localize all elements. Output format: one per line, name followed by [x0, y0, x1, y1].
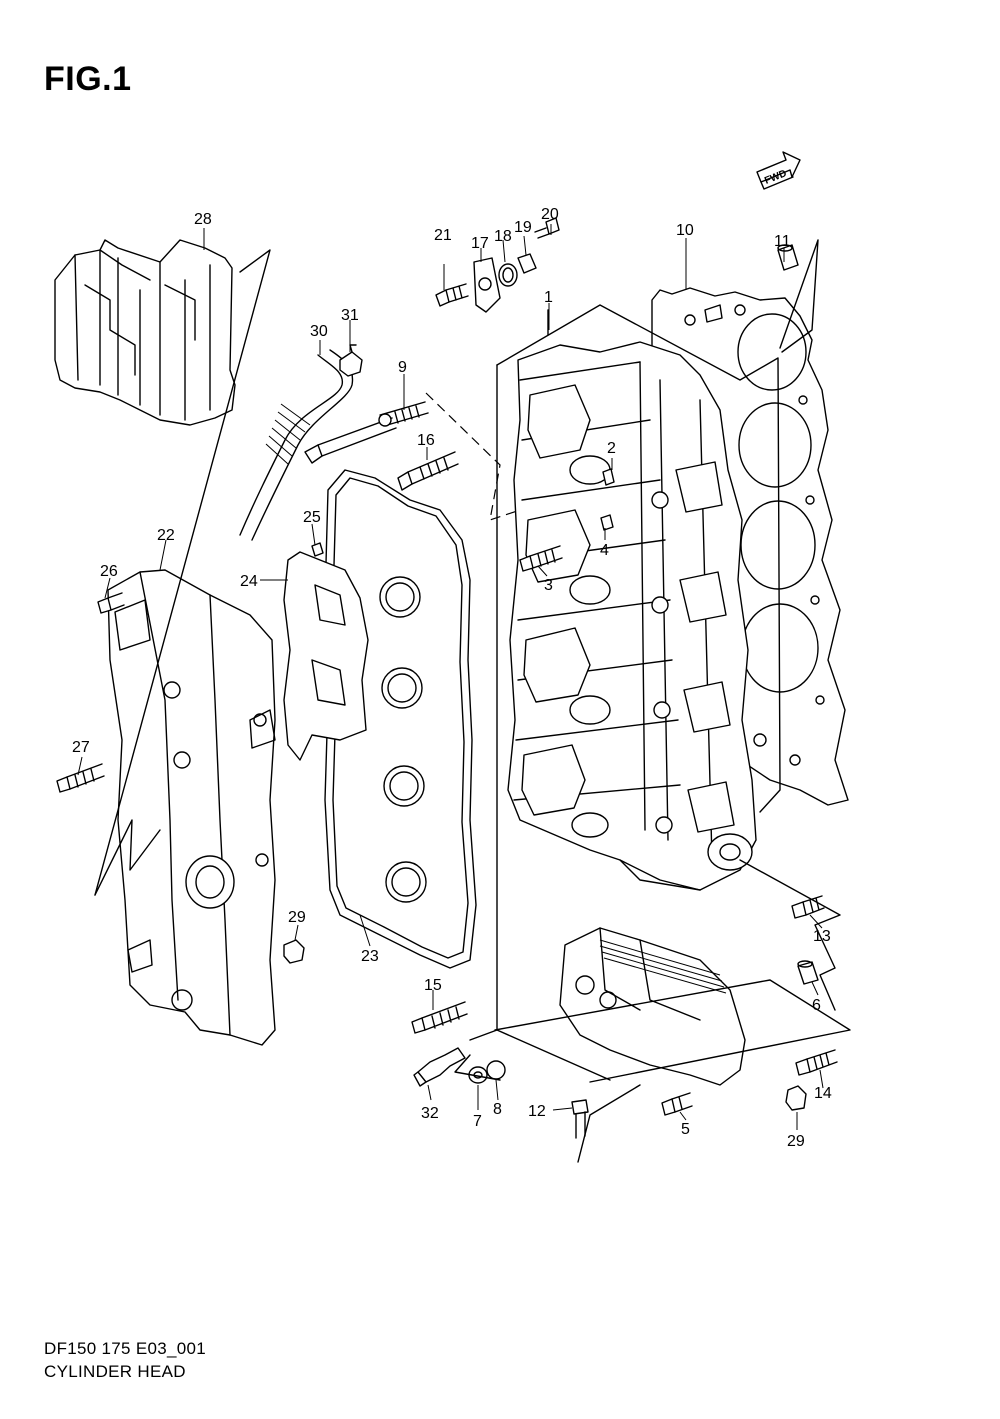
part-number-3: 3 [544, 577, 553, 594]
fwd-arrow-icon: FWD [756, 151, 801, 190]
part-24-plate [283, 551, 369, 761]
part-number-7: 7 [473, 1113, 482, 1130]
part-13-bolt [791, 895, 825, 919]
part-25-bolt [311, 542, 324, 557]
part-6-dowel [797, 960, 819, 985]
part-21-bolt [435, 283, 469, 307]
part-number-21: 21 [434, 227, 452, 244]
lower-housing-assembly [559, 927, 746, 1086]
part-number-31: 31 [341, 307, 359, 324]
part-11-dowel [777, 244, 799, 271]
part-20-bolt [534, 217, 560, 239]
figure-title: FIG.1 [44, 60, 132, 98]
part-number-11: 11 [774, 233, 791, 250]
part-22-cam-cover [107, 569, 276, 1046]
part-number-17: 17 [471, 235, 489, 252]
part-number-26: 26 [100, 563, 118, 580]
part-1-cylinder-head [507, 341, 757, 891]
part-23-cover-gasket [324, 469, 477, 969]
part-number-29-left: 29 [288, 909, 306, 926]
part-number-28: 28 [194, 211, 212, 228]
part-number-27: 27 [72, 739, 90, 756]
assembly-frame-lines [94, 239, 851, 1163]
part-number-4: 4 [600, 542, 609, 559]
part-number-18: 18 [494, 228, 512, 245]
part-number-19: 19 [514, 219, 532, 236]
figure-name: CYLINDER HEAD [44, 1362, 186, 1381]
part-3-bolt [519, 545, 563, 572]
part-26-bolt [97, 592, 125, 614]
part-number-29-right: 29 [787, 1133, 805, 1150]
part-number-20: 20 [541, 206, 559, 223]
part-29-plug-right [785, 1085, 807, 1111]
part-number-labels: 1 2 3 4 5 6 7 8 9 10 11 12 13 14 15 16 1… [72, 206, 832, 1150]
part-29-plug-left [283, 939, 305, 964]
part-27-bolt [56, 763, 105, 793]
part-8-o-ring [486, 1060, 506, 1080]
model-code: DF150 175 E03_001 [44, 1339, 207, 1358]
part-2-pin [602, 468, 615, 486]
part-14-bolt [795, 1049, 838, 1076]
part-16-bolt [397, 451, 459, 491]
part-18-o-ring [498, 263, 518, 287]
part-number-15: 15 [424, 977, 442, 994]
part-number-2: 2 [607, 440, 616, 457]
part-number-5: 5 [681, 1121, 690, 1138]
part-number-16: 16 [417, 432, 435, 449]
part-number-24: 24 [240, 573, 258, 590]
part-number-12: 12 [528, 1103, 546, 1120]
part-number-23: 23 [361, 948, 379, 965]
part-32-sensor [413, 1047, 466, 1087]
part-12-bolt [571, 1099, 589, 1139]
part-number-32: 32 [421, 1105, 439, 1122]
part-9-bolt [304, 401, 429, 464]
part-number-1: 1 [544, 289, 553, 306]
part-31-clip [339, 344, 363, 377]
part-number-14: 14 [814, 1085, 832, 1102]
part-number-10: 10 [676, 222, 694, 239]
part-number-13: 13 [813, 928, 831, 945]
part-17-bracket [473, 257, 501, 313]
part-5-bolt [661, 1092, 693, 1116]
part-number-6: 6 [812, 997, 821, 1014]
part-number-22: 22 [157, 527, 175, 544]
part-28-cover [54, 239, 236, 426]
part-19-collar [517, 253, 537, 274]
part-15-bolt [411, 1001, 468, 1034]
part-number-8: 8 [493, 1101, 502, 1118]
part-4-dowel [600, 514, 614, 531]
part-number-9: 9 [398, 359, 407, 376]
part-number-30: 30 [310, 323, 328, 340]
part-number-25: 25 [303, 509, 321, 526]
leader-lines [77, 224, 824, 1130]
